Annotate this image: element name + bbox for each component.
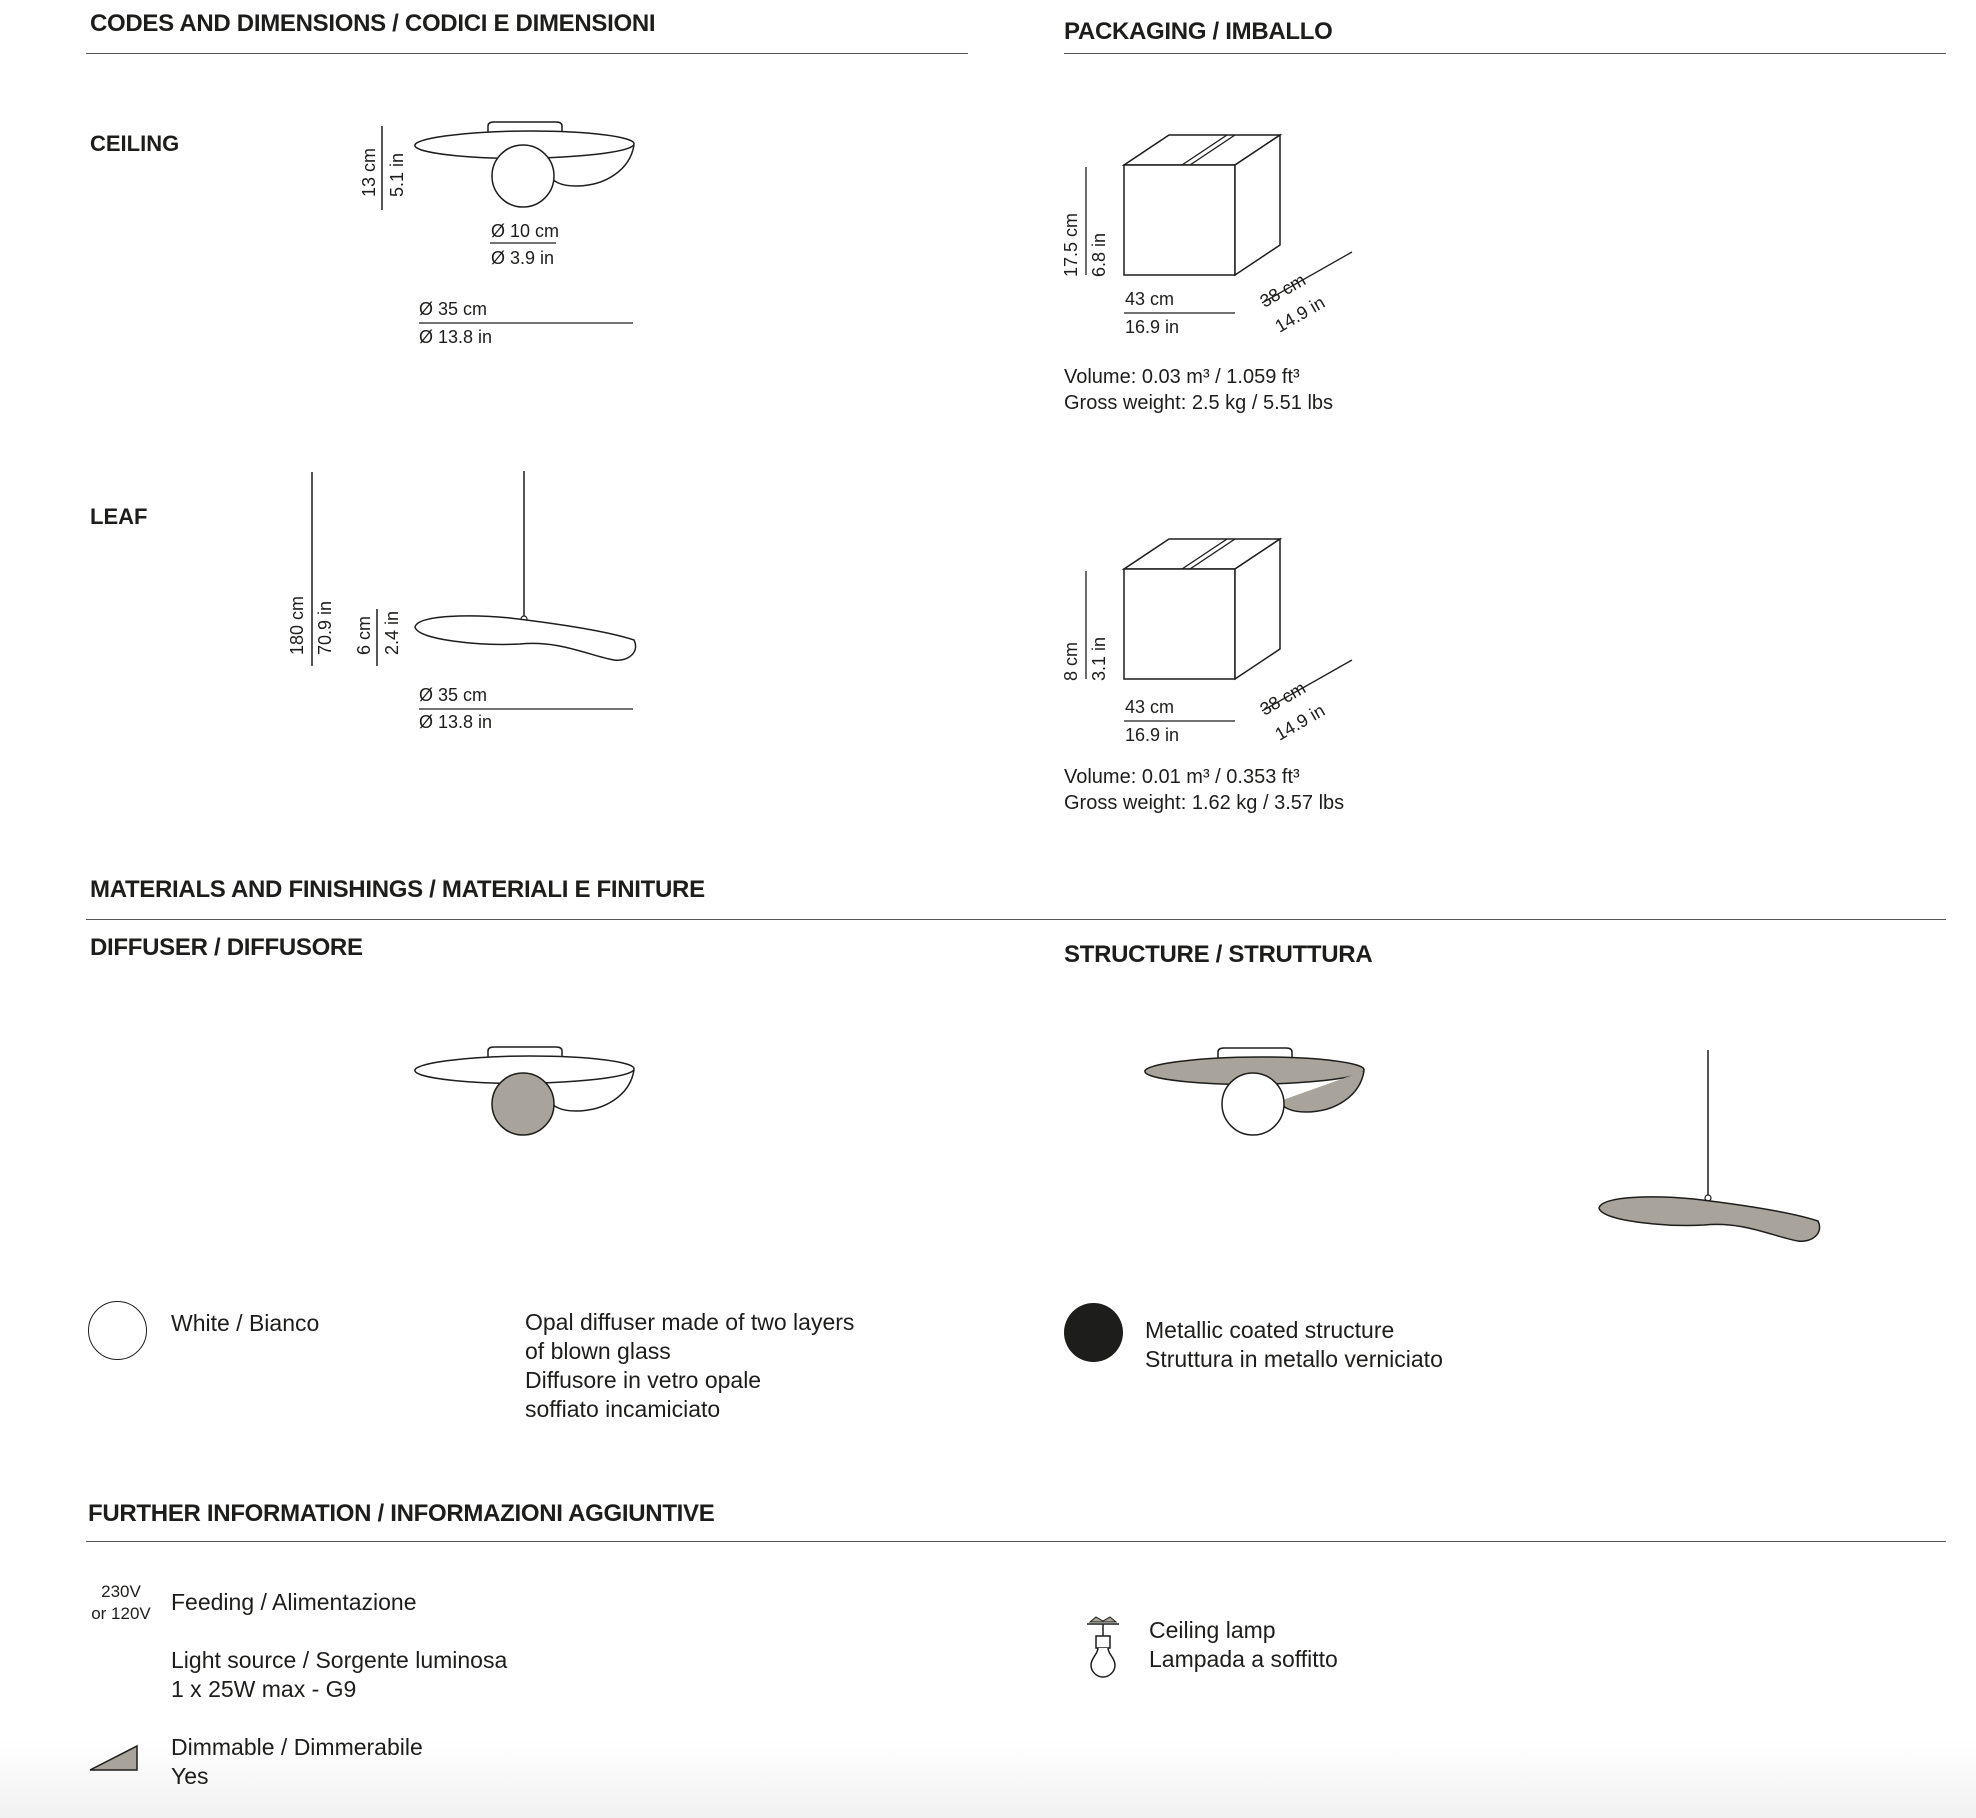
diffuser-finish-name: White / Bianco bbox=[171, 1310, 320, 1336]
leaf-height-in: 2.4 in bbox=[382, 610, 402, 655]
diffuser-desc-line1: Opal diffuser made of two layers bbox=[525, 1309, 855, 1335]
ceiling-lamp-drawing bbox=[381, 121, 635, 324]
leaf-label: LEAF bbox=[90, 504, 148, 529]
light-source-value: 1 x 25W max - G9 bbox=[171, 1676, 357, 1702]
leaf-diameter-cm: Ø 35 cm bbox=[419, 685, 488, 705]
package2-weight: Gross weight: 1.62 kg / 3.57 lbs bbox=[1064, 792, 1345, 814]
divider bbox=[1064, 53, 1946, 54]
lamp-type-line1: Ceiling lamp bbox=[1149, 1617, 1276, 1643]
structure-leaf-drawing bbox=[1598, 1050, 1821, 1242]
diffuser-highlight-drawing bbox=[414, 1046, 635, 1136]
package1-height-in: 6.8 in bbox=[1089, 232, 1109, 277]
heading-packaging: PACKAGING / IMBALLO bbox=[1064, 18, 1333, 45]
voltage-bottom: or 120V bbox=[91, 1604, 151, 1623]
ceiling-diameter-in: Ø 13.8 in bbox=[419, 327, 493, 347]
heading-materials: MATERIALS AND FINISHINGS / MATERIALI E F… bbox=[90, 876, 705, 903]
ceiling-lamp-icon bbox=[1087, 1616, 1119, 1678]
package1-width-cm: 43 cm bbox=[1125, 289, 1175, 309]
leaf-diameter-in: Ø 13.8 in bbox=[419, 712, 493, 732]
diffuser-desc-line2: of blown glass bbox=[525, 1338, 671, 1364]
heading-further-information: FURTHER INFORMATION / INFORMAZIONI AGGIU… bbox=[88, 1500, 715, 1527]
lamp-type-line2: Lampada a soffitto bbox=[1149, 1646, 1338, 1672]
divider bbox=[86, 919, 1946, 920]
package-box-1 bbox=[1085, 133, 1353, 314]
dimmable-label: Dimmable / Dimmerabile bbox=[171, 1734, 423, 1760]
package1-weight: Gross weight: 2.5 kg / 5.51 lbs bbox=[1064, 392, 1334, 414]
dimmable-value: Yes bbox=[171, 1763, 209, 1789]
structure-ceiling-drawing bbox=[1144, 1047, 1365, 1136]
diffuser-desc-line3: Diffusore in vetro opale bbox=[525, 1367, 762, 1393]
structure-desc-line2: Struttura in metallo verniciato bbox=[1145, 1346, 1443, 1372]
ceiling-label: CEILING bbox=[90, 131, 180, 156]
heading-diffuser: DIFFUSER / DIFFUSORE bbox=[90, 934, 363, 961]
feeding-label: Feeding / Alimentazione bbox=[171, 1589, 417, 1615]
ceiling-height-in: 5.1 in bbox=[387, 152, 407, 197]
divider bbox=[86, 1541, 1946, 1542]
black-finish-swatch[interactable] bbox=[1064, 1303, 1123, 1362]
package2-width-cm: 43 cm bbox=[1125, 697, 1175, 717]
white-finish-swatch[interactable] bbox=[88, 1301, 147, 1360]
ceiling-globe-cm: Ø 10 cm bbox=[491, 221, 560, 241]
voltage-top: 230V bbox=[101, 1582, 141, 1601]
divider bbox=[86, 53, 968, 54]
ceiling-diameter-cm: Ø 35 cm bbox=[419, 299, 488, 319]
structure-desc-line1: Metallic coated structure bbox=[1145, 1317, 1395, 1343]
voltage-icon: 230V or 120V bbox=[88, 1581, 154, 1625]
package2-height-cm: 8 cm bbox=[1061, 641, 1081, 681]
ceiling-height-cm: 13 cm bbox=[359, 147, 379, 197]
package-box-2 bbox=[1085, 537, 1353, 722]
heading-codes-dimensions: CODES AND DIMENSIONS / CODICI E DIMENSIO… bbox=[90, 10, 656, 37]
light-source-label: Light source / Sorgente luminosa bbox=[171, 1647, 508, 1673]
leaf-lamp-drawing bbox=[311, 471, 637, 710]
leaf-cable-in: 70.9 in bbox=[315, 600, 335, 655]
leaf-cable-cm: 180 cm bbox=[287, 595, 307, 655]
package2-volume: Volume: 0.01 m³ / 0.353 ft³ bbox=[1064, 766, 1300, 788]
package1-width-in: 16.9 in bbox=[1125, 317, 1180, 337]
dimmable-icon bbox=[89, 1744, 138, 1771]
package2-height-in: 3.1 in bbox=[1089, 636, 1109, 681]
package1-volume: Volume: 0.03 m³ / 1.059 ft³ bbox=[1064, 366, 1300, 388]
ceiling-globe-in: Ø 3.9 in bbox=[491, 248, 555, 268]
leaf-height-cm: 6 cm bbox=[354, 615, 374, 655]
diffuser-desc-line4: soffiato incamiciato bbox=[525, 1396, 721, 1422]
heading-structure: STRUCTURE / STRUTTURA bbox=[1064, 941, 1373, 968]
package1-height-cm: 17.5 cm bbox=[1061, 212, 1081, 277]
package2-width-in: 16.9 in bbox=[1125, 725, 1180, 745]
